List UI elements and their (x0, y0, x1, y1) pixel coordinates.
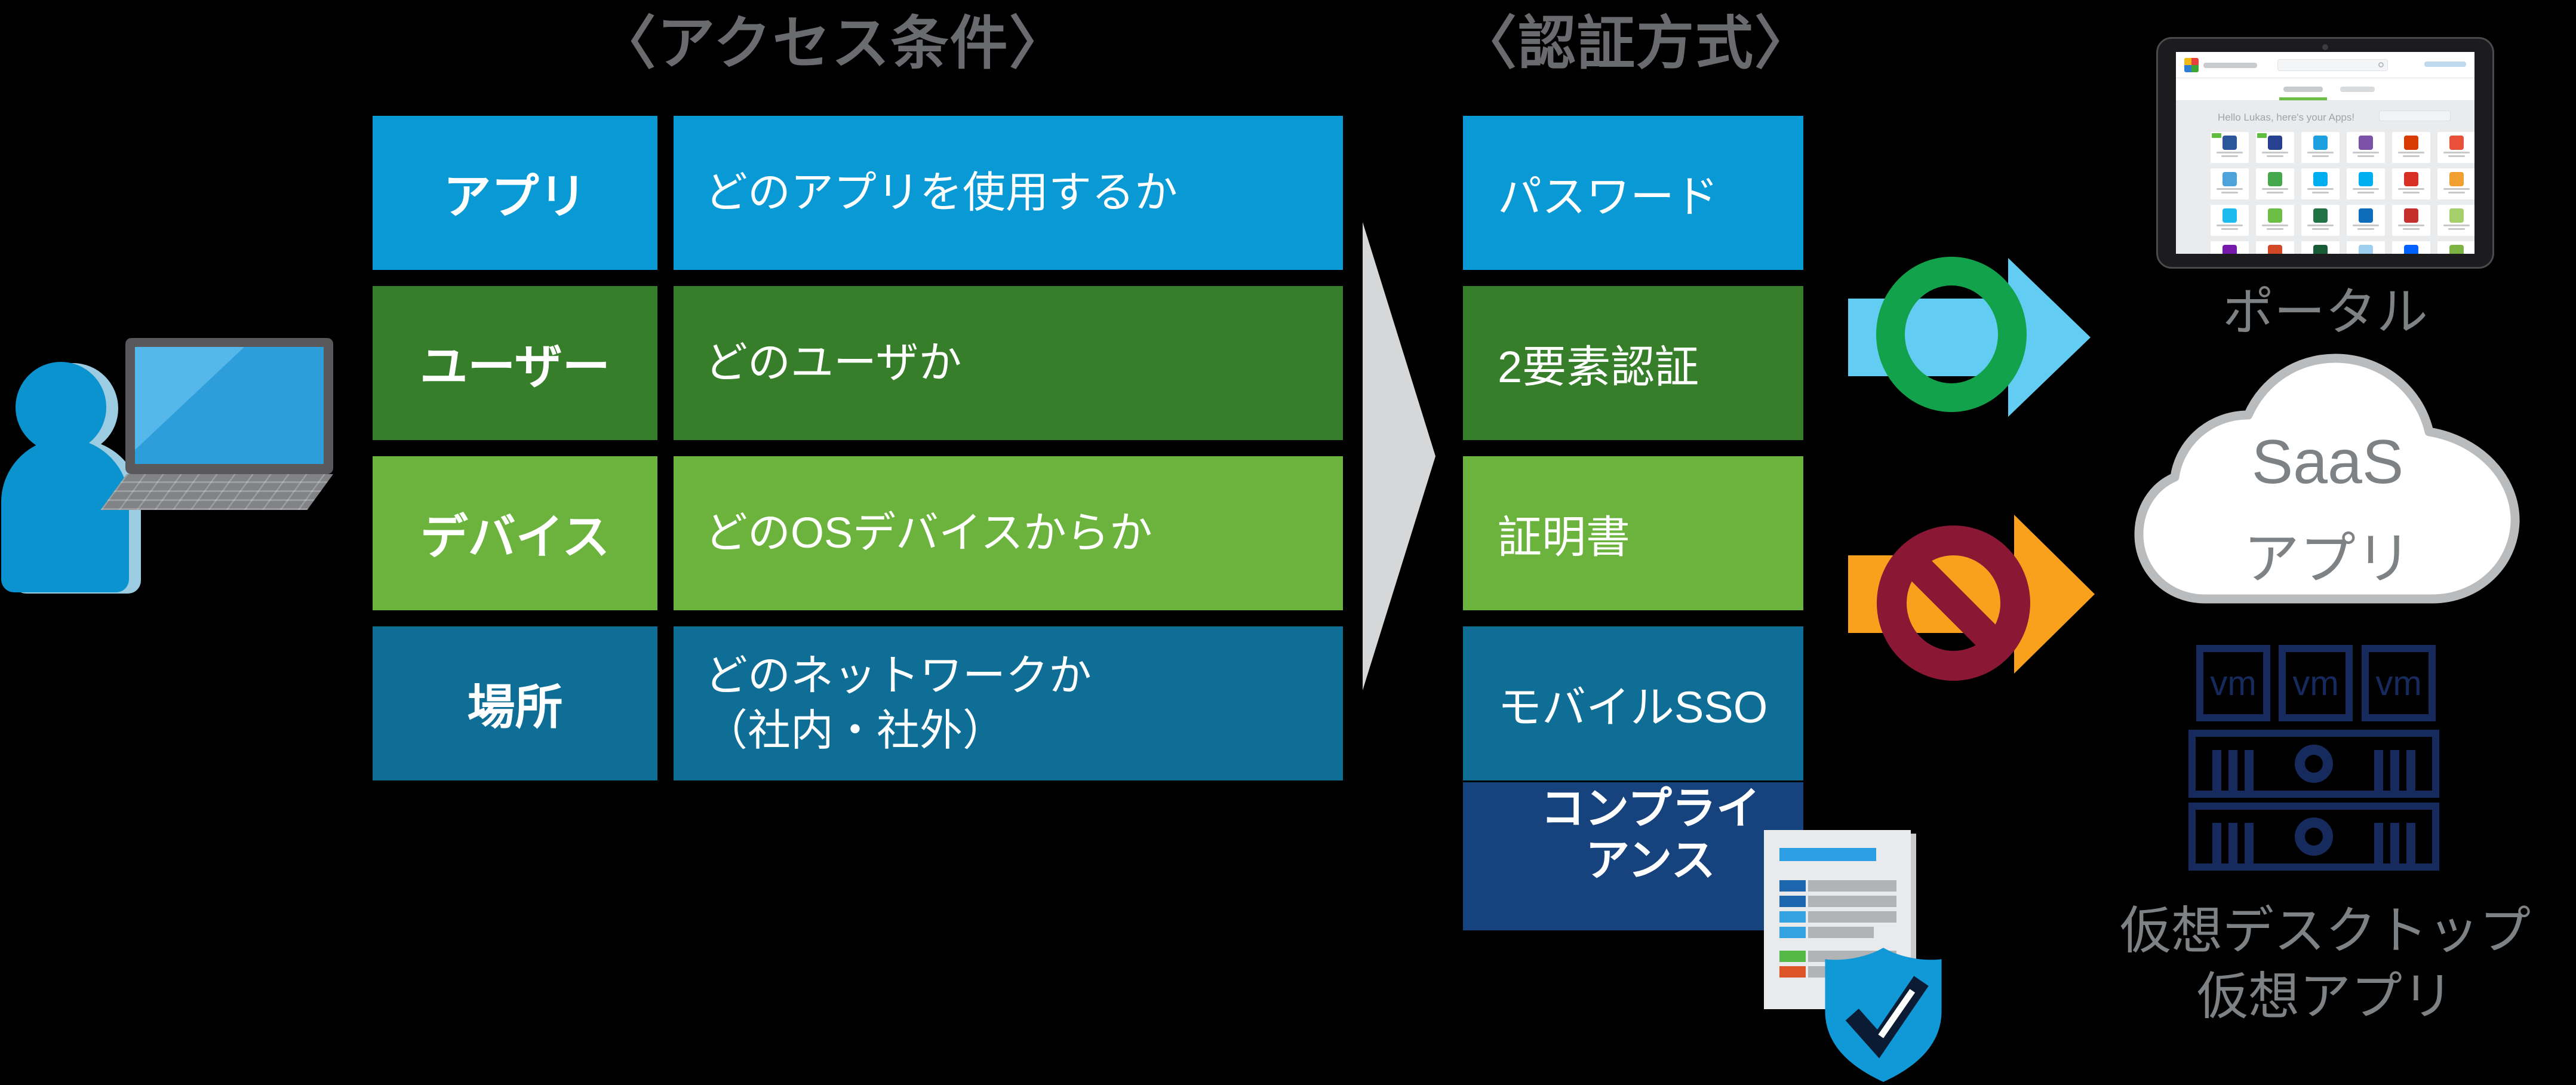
portal-search-input (2277, 59, 2388, 71)
portal-tablet-illustration: Hello Lukas, here's your Apps! (2156, 37, 2494, 269)
laptop-keyboard (100, 474, 333, 510)
app-tile (2211, 241, 2249, 254)
portal-pager (2379, 110, 2451, 121)
auth-method-item: モバイルSSO (1463, 626, 1803, 780)
workspace-logo-text (2203, 63, 2257, 68)
app-tile (2211, 205, 2249, 236)
app-tile (2301, 168, 2340, 199)
allow-circle-icon (1876, 257, 2027, 412)
app-tile (2347, 241, 2385, 254)
access-row-desc: どのOSデバイスからか (674, 456, 1343, 610)
app-tile (2347, 132, 2385, 163)
portal-screen: Hello Lukas, here's your Apps! (2176, 52, 2474, 254)
app-tile (2392, 132, 2430, 163)
access-conditions-header: 〈アクセス条件〉 (598, 11, 1068, 76)
app-tile (2347, 205, 2385, 236)
flow-arrow-icon (1363, 222, 1435, 690)
auth-method-item: 証明書 (1463, 456, 1803, 610)
portal-greeting: Hello Lukas, here's your Apps! (2218, 112, 2355, 123)
app-tile (2301, 205, 2340, 236)
vm-badge: vm (2362, 645, 2436, 721)
app-tile (2211, 132, 2249, 163)
portal-topbar (2176, 52, 2474, 78)
app-tile (2437, 132, 2474, 163)
document-title-bar (1779, 848, 1876, 861)
auth-methods-header: 〈認証方式〉 (1459, 11, 1813, 76)
app-tile (2256, 241, 2294, 254)
prohibition-icon (1877, 525, 2030, 681)
laptop-screen-glare (135, 347, 245, 450)
app-tile (2256, 132, 2294, 163)
app-tile (2392, 241, 2430, 254)
server-row-icon (2188, 730, 2439, 798)
active-tab-underline (2279, 97, 2327, 100)
tablet-camera-icon (2322, 44, 2328, 50)
prohibition-slash (1891, 541, 2016, 665)
saas-cloud-icon: SaaS アプリ (2131, 343, 2525, 627)
access-row-label: 場所 (373, 626, 657, 780)
vm-badge: vm (2196, 645, 2270, 721)
app-tile (2211, 168, 2249, 199)
app-tile (2437, 205, 2474, 236)
auth-method-item: 2要素認証 (1463, 286, 1803, 440)
tab-catalog (2340, 87, 2375, 92)
compliance-report-icon (1764, 830, 1916, 1013)
workspace-logo-icon (2184, 58, 2199, 72)
app-tile (2256, 205, 2294, 236)
app-tile (2301, 241, 2340, 254)
virtual-app-label: 仮想アプリ (2197, 968, 2454, 1025)
app-tile (2301, 132, 2340, 163)
app-tile (2437, 241, 2474, 254)
portal-tabs (2176, 78, 2474, 101)
laptop-screen-frame (125, 338, 333, 474)
auth-method-item-compliance: コンプライ アンス (1463, 782, 1803, 930)
portal-label: ポータル (2223, 284, 2428, 341)
app-tile (2437, 168, 2474, 199)
app-tile (2392, 205, 2430, 236)
vm-badge: vm (2279, 645, 2353, 721)
access-row-desc: どのネットワークか （社内・社外） (674, 626, 1343, 780)
auth-method-item: パスワード (1463, 116, 1803, 270)
app-tile (2256, 168, 2294, 199)
shield-check-icon (1820, 945, 1947, 1085)
saas-label-line2: アプリ (2243, 527, 2412, 590)
search-icon (2378, 62, 2384, 67)
tab-launcher (2283, 87, 2323, 92)
server-row-icon (2188, 803, 2439, 871)
person-head-icon (16, 362, 106, 453)
access-row-desc: どのユーザか (674, 286, 1343, 440)
access-row-label: ユーザー (373, 286, 657, 440)
access-row-desc: どのアプリを使用するか (674, 116, 1343, 270)
app-tile (2347, 168, 2385, 199)
virtual-desktop-label: 仮想デスクトップ (2120, 902, 2531, 960)
app-tile-grid (2211, 132, 2474, 254)
app-tile (2392, 168, 2430, 199)
laptop-screen (135, 347, 324, 464)
portal-account-text (2424, 62, 2466, 67)
portal-app-grid-area: Hello Lukas, here's your Apps! (2176, 101, 2474, 254)
access-row-label: デバイス (373, 456, 657, 610)
access-row-label: アプリ (373, 116, 657, 270)
person-body-icon (1, 438, 129, 592)
saas-label-line1: SaaS (2251, 428, 2404, 497)
document-edge (1911, 834, 1916, 1013)
